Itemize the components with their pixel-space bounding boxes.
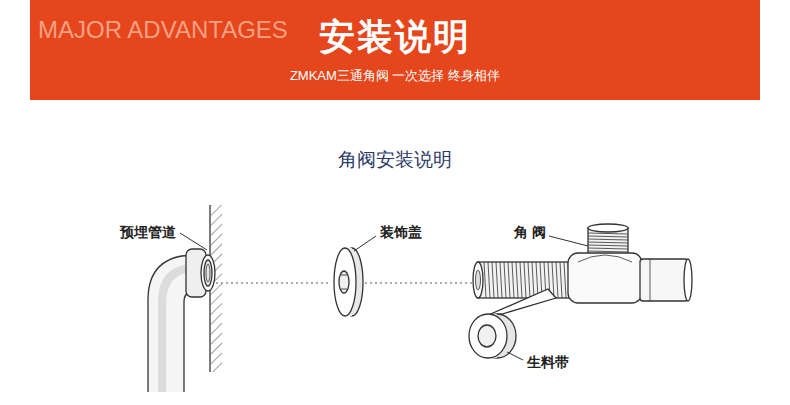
header-banner: 安装说明 ZMKAM三通角阀 一次选择 终身相伴 bbox=[30, 0, 760, 100]
axis-line bbox=[216, 283, 330, 284]
embedded-pipe bbox=[148, 249, 215, 392]
part-label: 角 阀 bbox=[514, 224, 546, 242]
part-label: 预埋管道 bbox=[120, 224, 176, 242]
axis-line bbox=[360, 283, 474, 284]
decorative-cover bbox=[334, 248, 363, 316]
banner-subtitle: ZMKAM三通角阀 一次选择 终身相伴 bbox=[290, 69, 500, 84]
diagram-title: 角阀安装说明 bbox=[0, 147, 790, 173]
thread-tape bbox=[469, 289, 556, 358]
watermark: MAJOR ADVANTAGES bbox=[38, 16, 288, 44]
part-label: 生料带 bbox=[527, 354, 569, 372]
angle-valve bbox=[473, 224, 692, 303]
banner-heading: 安装说明 bbox=[319, 16, 471, 57]
part-label: 装饰盖 bbox=[380, 224, 422, 242]
leader-lines bbox=[180, 233, 588, 360]
